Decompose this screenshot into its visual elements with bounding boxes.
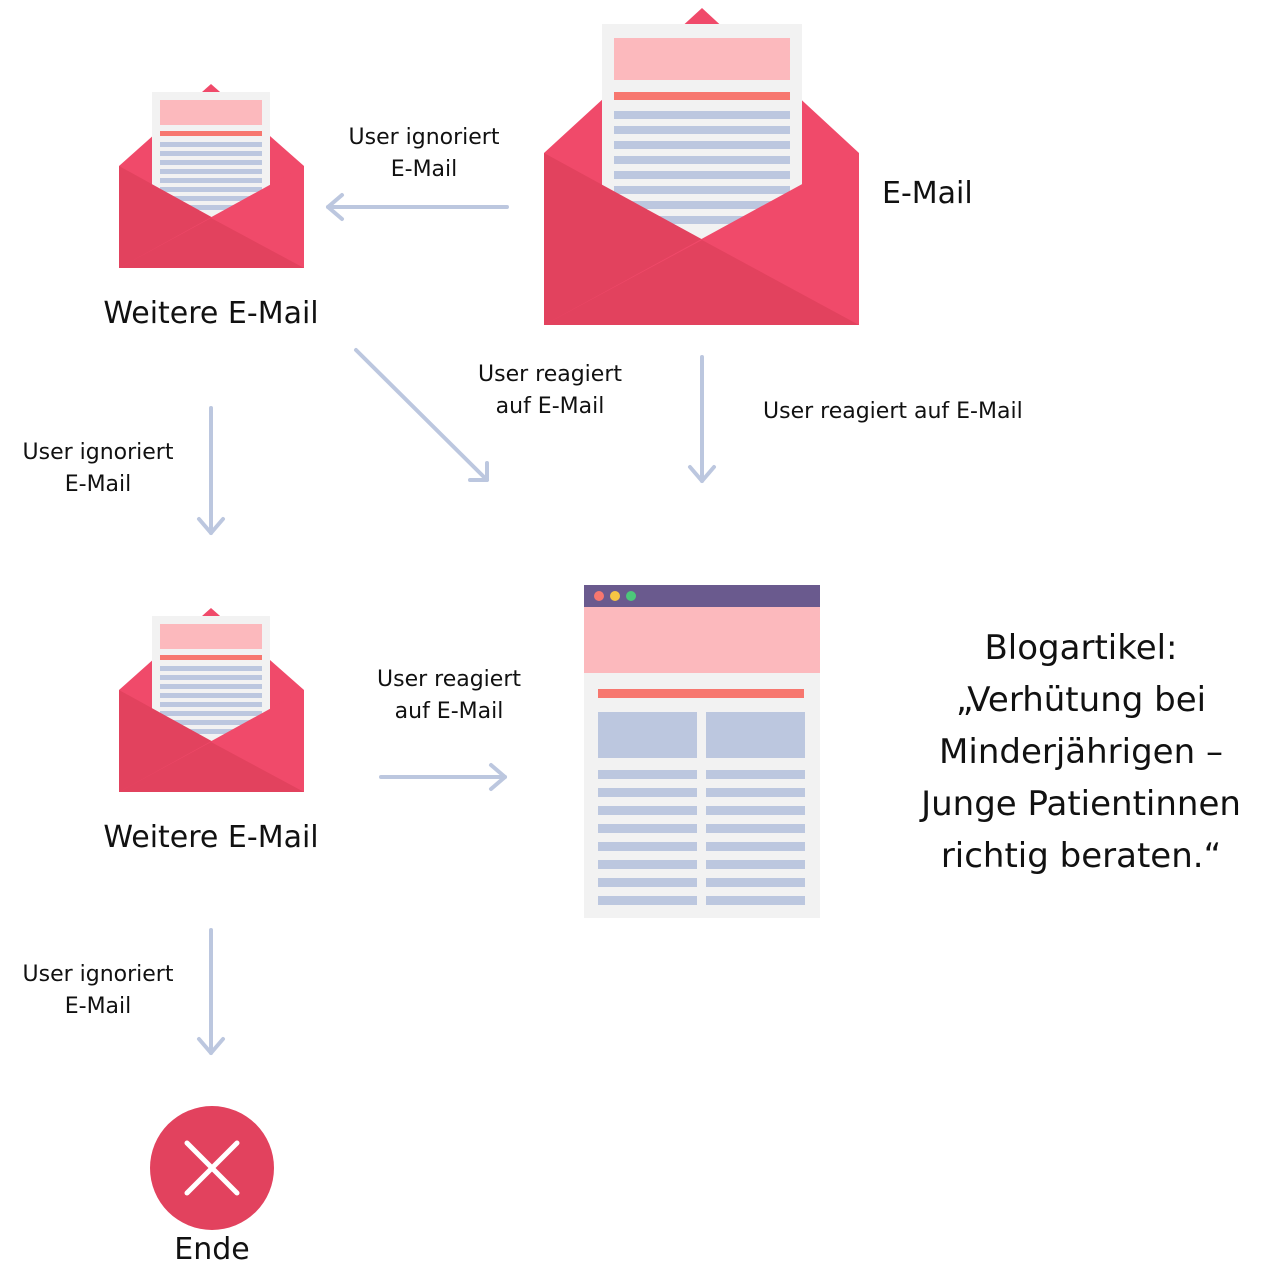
email-2-label: Weitere E-Mail: [103, 296, 319, 331]
edge-label-main-to-blog: User reagiert auf E-Mail: [763, 399, 1023, 424]
blog-label-line: Minderjährigen –: [939, 732, 1223, 772]
blog-label-line: Junge Patientinnen: [921, 784, 1241, 824]
email-3-label: Weitere E-Mail: [103, 820, 319, 855]
envelope-icon: [119, 608, 304, 792]
blog-label-line: „Verhütung bei: [955, 680, 1207, 720]
edge-label-email2-to-blog: User reagiert auf E-Mail: [452, 359, 648, 423]
blog-page-icon: [584, 585, 820, 918]
email-3-node: [119, 608, 304, 792]
envelope-icon: [119, 84, 304, 268]
end-node: [150, 1106, 274, 1230]
edge-label-line: User reagiert: [377, 667, 521, 692]
edge-label-line: User ignoriert: [22, 440, 174, 465]
arrow-email2-to-email3: [197, 406, 225, 535]
arrow-main-to-blog: [688, 355, 716, 483]
arrow-main-to-email2: [326, 193, 509, 221]
edge-label-line: E-Mail: [64, 994, 132, 1019]
email-2-node: [119, 84, 304, 268]
edge-label-email2-to-email3: User ignoriert E-Mail: [0, 437, 196, 501]
close-icon: [150, 1106, 274, 1230]
edge-label-line: auf E-Mail: [394, 699, 504, 724]
edge-label-line: User ignoriert: [22, 962, 174, 987]
edge-label-line: E-Mail: [390, 157, 458, 182]
blog-label: Blogartikel: „Verhütung bei Minderjährig…: [903, 622, 1259, 882]
envelope-icon: [544, 8, 859, 325]
end-label: Ende: [174, 1232, 250, 1267]
edge-label-email3-to-end: User ignoriert E-Mail: [0, 959, 196, 1023]
email-main-label: E-Mail: [882, 176, 973, 211]
edge-label-line: auf E-Mail: [495, 394, 605, 419]
blog-label-line: Blogartikel:: [984, 628, 1178, 668]
blog-node: [584, 585, 820, 918]
arrow-email3-to-end: [197, 928, 225, 1055]
edge-label-main-to-email2: User ignoriert E-Mail: [324, 122, 524, 186]
arrow-email2-to-blog: [354, 348, 489, 482]
edge-label-line: E-Mail: [64, 472, 132, 497]
arrow-email3-to-blog: [379, 763, 507, 791]
edge-label-line: User ignoriert: [348, 125, 500, 150]
edge-label-line: User reagiert: [478, 362, 622, 387]
edge-label-email3-to-blog: User reagiert auf E-Mail: [351, 664, 547, 728]
email-main-node: [544, 8, 859, 325]
blog-label-line: richtig beraten.“: [940, 836, 1222, 876]
